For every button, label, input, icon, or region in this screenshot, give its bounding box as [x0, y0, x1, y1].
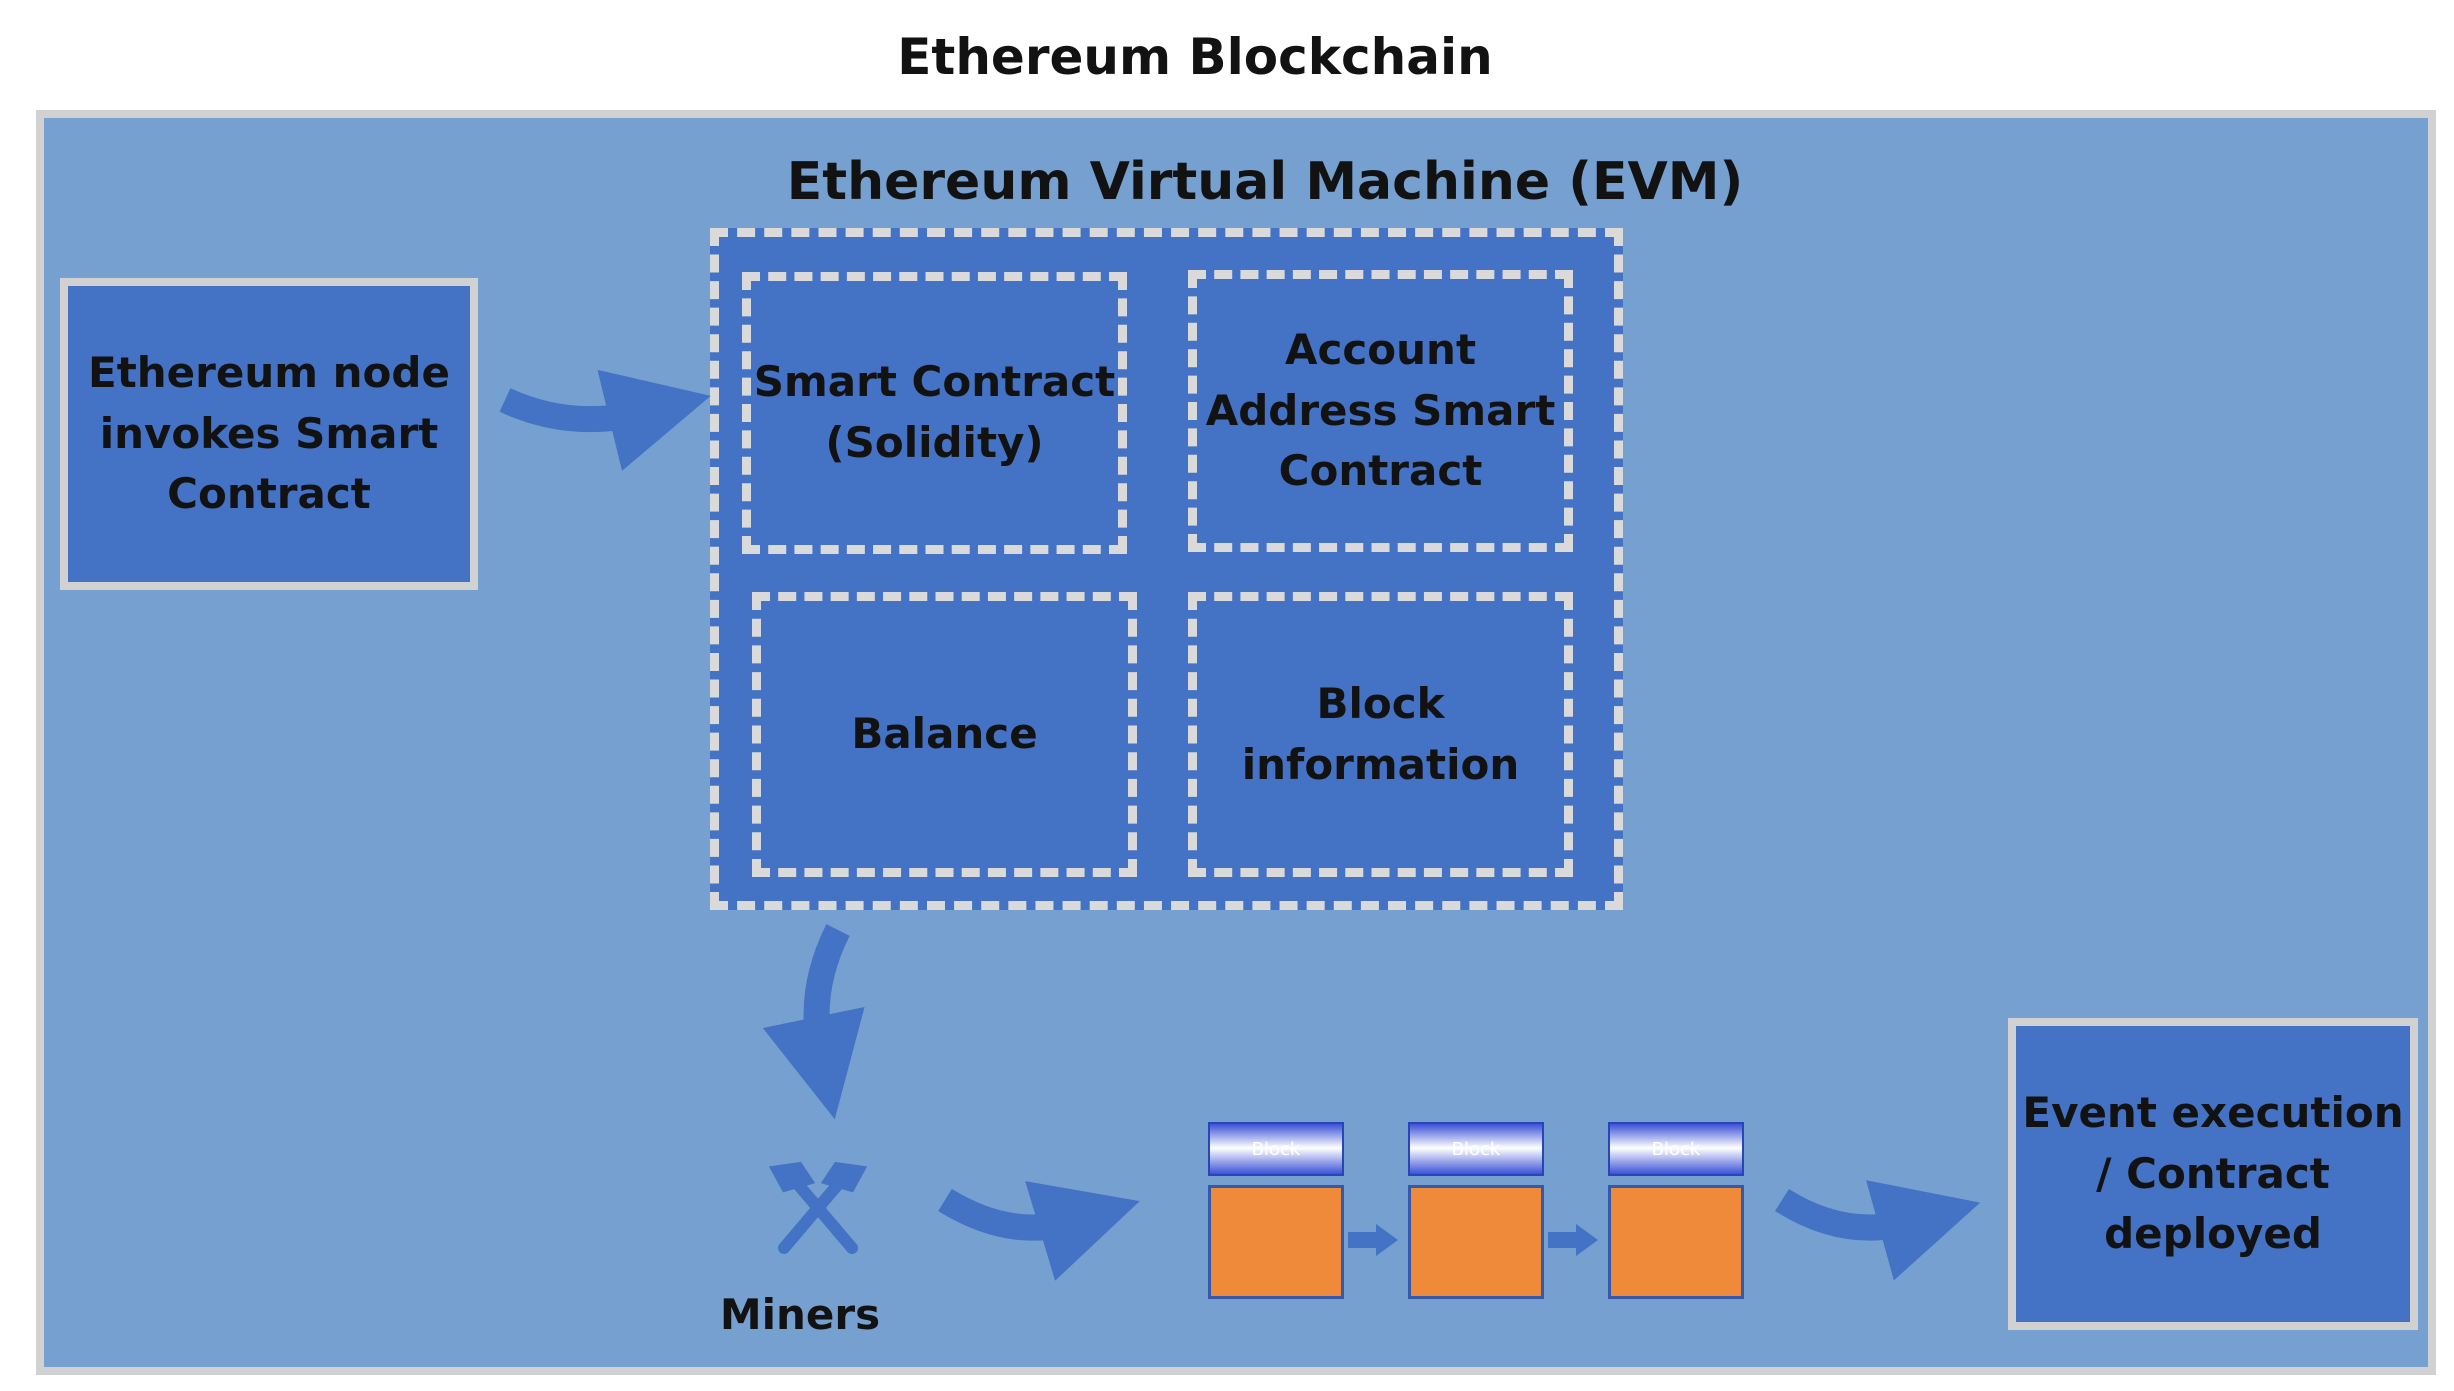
evm-title: Ethereum Virtual Machine (EVM) [786, 152, 1744, 213]
block-header: Block [1208, 1122, 1344, 1176]
diagram-title: Ethereum Blockchain [897, 27, 1493, 86]
smart-contract-cell: Smart Contract (Solidity) [742, 272, 1127, 554]
block-body [1408, 1185, 1544, 1299]
block-header: Block [1608, 1122, 1744, 1176]
block-information-cell: Block information [1188, 592, 1573, 877]
ethereum-node-box: Ethereum node invokes Smart Contract [60, 278, 478, 590]
block-body [1608, 1185, 1744, 1299]
block-body [1208, 1185, 1344, 1299]
balance-cell: Balance [752, 592, 1137, 877]
crossed-hammers-icon [768, 1161, 868, 1254]
event-execution-box: Event execution / Contract deployed [2008, 1018, 2418, 1330]
arrow-miners-to-blocks [938, 1181, 1140, 1281]
chain-link-arrows [1348, 1224, 1598, 1256]
arrow-blocks-to-event [1775, 1180, 1981, 1281]
miners-label: Miners [719, 1289, 881, 1339]
account-address-cell: Account Address Smart Contract [1188, 270, 1573, 552]
block-header: Block [1408, 1122, 1544, 1176]
arrow-node-to-evm [499, 369, 711, 471]
arrow-evm-to-miners [762, 924, 865, 1120]
